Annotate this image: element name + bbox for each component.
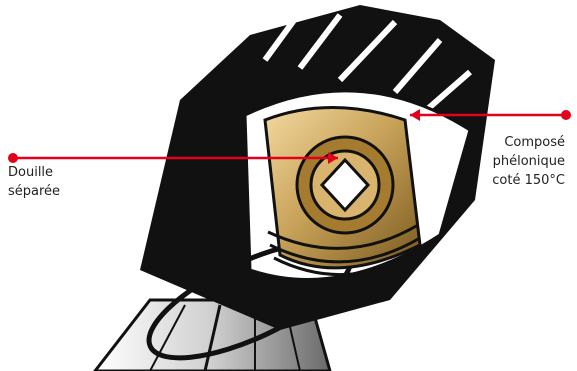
callout-label-line: séparée xyxy=(8,182,60,201)
callout-label-line: Douille xyxy=(8,163,60,182)
callout-label-compound: Composé phélonique coté 150°C xyxy=(492,133,565,190)
brass-bushing xyxy=(265,108,420,275)
callout-label-line: Composé xyxy=(492,133,565,152)
callout-label-bushing: Douille séparée xyxy=(8,163,60,201)
callout-label-line: phélonique xyxy=(492,152,565,171)
callout-label-line: coté 150°C xyxy=(492,171,565,190)
